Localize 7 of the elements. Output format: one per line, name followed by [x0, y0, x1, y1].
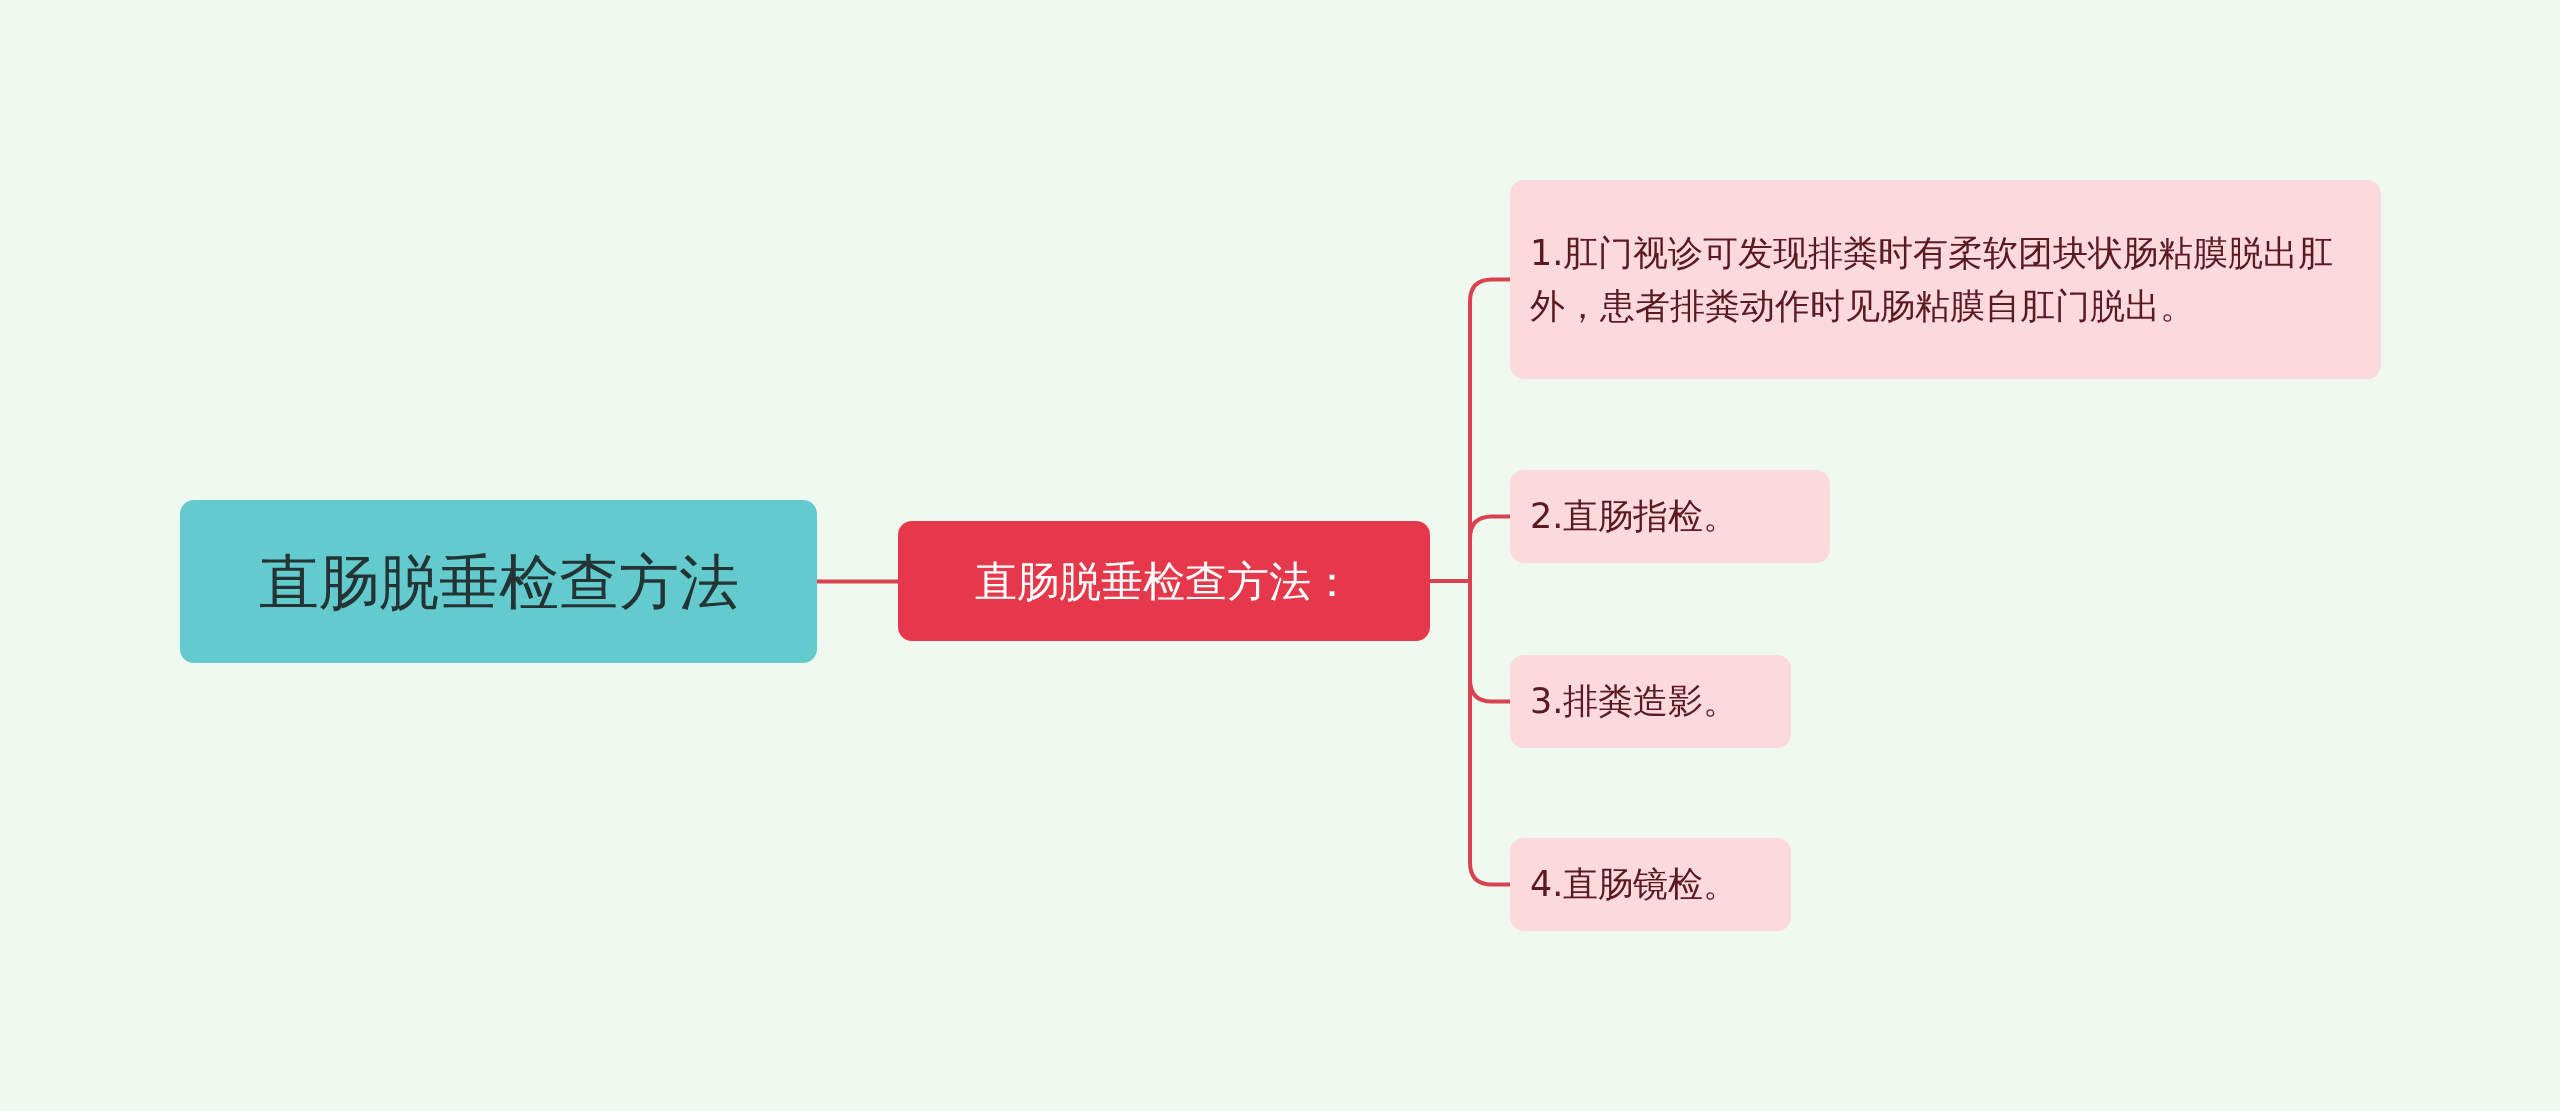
- leaf-box: 2.直肠指检。: [1510, 470, 1830, 563]
- leaf-box: 3.排粪造影。: [1510, 655, 1791, 748]
- subtopic-box: 直肠脱垂检查方法：: [898, 521, 1430, 641]
- topic-box: 直肠脱垂检查方法: [180, 500, 817, 663]
- leaf-box: 4.直肠镜检。: [1510, 838, 1791, 931]
- connector-line: [817, 579, 898, 584]
- leaf-box: 1.肛门视诊可发现排粪时有柔软团块状肠粘膜脱出肛外，患者排粪动作时见肠粘膜自肛门脱出。: [1510, 180, 2381, 379]
